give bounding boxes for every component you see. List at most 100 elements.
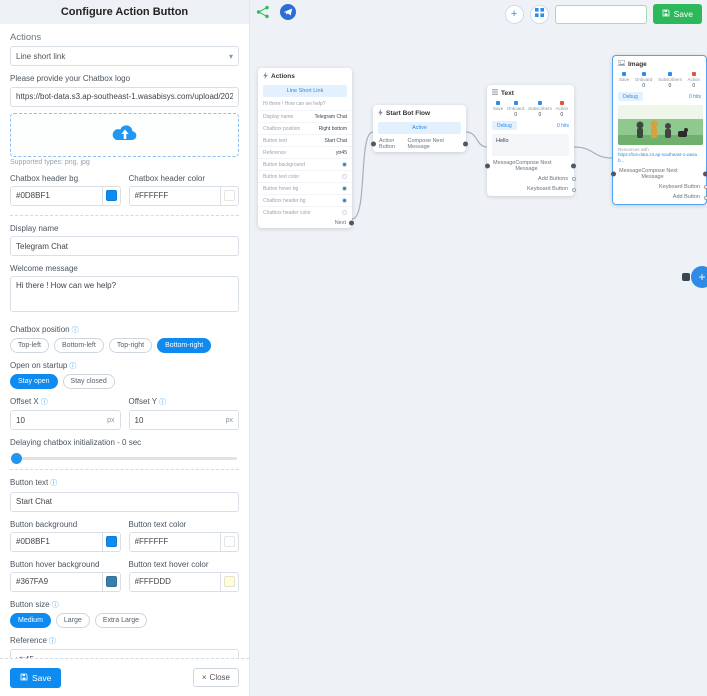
welcome-message-textarea[interactable]: Hi there ! How can we help?: [10, 276, 239, 312]
button-bg-label: Button background: [10, 519, 78, 529]
chevron-down-icon: ▾: [228, 51, 233, 61]
offset-x-input[interactable]: [11, 411, 103, 429]
logo-label: Please provide your Chatbox logo: [10, 74, 131, 83]
logo-upload-dropzone[interactable]: [10, 112, 239, 157]
header-color-field: [128, 185, 239, 206]
save-stat-icon: [622, 72, 627, 76]
connector-port[interactable]: [571, 163, 576, 169]
chatbox-position-options: Top-left Bottom-left Top-right Bottom-ri…: [10, 338, 239, 353]
close-button[interactable]: × Close: [192, 668, 239, 687]
hover-bg-input[interactable]: [11, 572, 102, 591]
header-bg-input[interactable]: [11, 186, 102, 205]
px-suffix: px: [225, 416, 233, 424]
action-type-select[interactable]: Line short link ▾: [10, 46, 239, 66]
image-icon: [617, 59, 626, 68]
save-button[interactable]: Save: [10, 667, 62, 688]
flow-save-button[interactable]: Save: [652, 4, 702, 24]
connector-port[interactable]: [704, 184, 707, 189]
add-node-button[interactable]: +: [504, 4, 524, 24]
logo-url-input[interactable]: [10, 86, 239, 107]
display-name-input[interactable]: [10, 236, 239, 256]
color-preview-dot: [342, 186, 347, 191]
startup-stay-closed-button[interactable]: Stay closed: [62, 374, 115, 389]
size-large-button[interactable]: Large: [55, 612, 90, 628]
header-bg-label: Chatbox header bg: [10, 173, 79, 183]
delay-slider[interactable]: [11, 453, 237, 464]
color-swatch: [224, 190, 235, 201]
slider-thumb[interactable]: [11, 453, 22, 464]
panel-body: Actions Line short link ▾ Please provide…: [0, 24, 249, 658]
offset-x-field: px: [10, 410, 121, 430]
share-nodes-icon[interactable]: [256, 5, 270, 24]
connector-port[interactable]: [485, 163, 490, 169]
button-bg-input[interactable]: [11, 532, 102, 551]
position-bottom-left-button[interactable]: Bottom-left: [53, 338, 104, 353]
image-port-row: Keyboard Button: [613, 182, 707, 192]
debug-chip[interactable]: Debug: [492, 121, 517, 130]
position-bottom-right-button[interactable]: Bottom-right: [157, 338, 212, 353]
flow-canvas[interactable]: + Save Actions Line Short Link Hi there: [250, 0, 707, 696]
onboard-stat-icon: [641, 72, 646, 76]
connector-port[interactable]: [704, 195, 707, 200]
next-port-row: Next: [258, 218, 354, 228]
offset-y-input[interactable]: [129, 411, 221, 429]
floppy-icon: [662, 9, 670, 19]
separator: [10, 214, 239, 216]
size-medium-button[interactable]: Medium: [10, 612, 51, 628]
stat-save[interactable]: Save: [493, 101, 503, 118]
grid-view-button[interactable]: [529, 4, 549, 24]
header-color-label: Chatbox header color: [128, 173, 206, 183]
node-color-row: Chatbox header color: [258, 206, 352, 218]
startup-stay-open-button[interactable]: Stay open: [10, 374, 58, 389]
button-text-input[interactable]: [10, 491, 239, 512]
connector-port[interactable]: [572, 188, 576, 192]
header-bg-swatch-button[interactable]: [101, 186, 120, 205]
size-extra-large-button[interactable]: Extra Large: [94, 612, 147, 628]
node-start-bot-flow[interactable]: Start Bot Flow Active Action Button Comp…: [371, 105, 468, 152]
hits-badge: 0 hits: [689, 93, 701, 100]
position-top-left-button[interactable]: Top-left: [10, 338, 49, 353]
connector-port[interactable]: [572, 177, 576, 181]
header-color-input[interactable]: [129, 186, 220, 205]
button-bg-swatch-button[interactable]: [101, 532, 120, 551]
hover-text-color-swatch-button[interactable]: [220, 572, 238, 591]
image-preview[interactable]: [618, 105, 703, 145]
connector-port[interactable]: [371, 141, 376, 147]
connector-port[interactable]: [463, 141, 468, 147]
reference-input[interactable]: [10, 649, 239, 658]
hamburger-icon: [492, 89, 498, 97]
fab-secondary-icon[interactable]: [682, 273, 690, 281]
display-name-label: Display name: [10, 223, 59, 233]
connector-port[interactable]: [703, 171, 707, 177]
node-actions[interactable]: Actions Line Short Link Hi there ! How c…: [258, 68, 354, 228]
flow-title-input[interactable]: [554, 4, 647, 24]
debug-chip[interactable]: Debug: [618, 92, 643, 101]
header-color-swatch-button[interactable]: [220, 186, 238, 205]
hover-text-color-input[interactable]: [129, 572, 220, 591]
connector-port[interactable]: [611, 171, 616, 177]
hover-bg-swatch-button[interactable]: [101, 572, 120, 591]
text-node-body[interactable]: Hello: [492, 134, 569, 156]
resources-link[interactable]: https://bot-data.s3.ap-southeast-1.wasab…: [618, 152, 698, 163]
color-preview-dot: [342, 162, 347, 167]
active-status-button[interactable]: Active: [378, 122, 461, 134]
stat-save[interactable]: Save: [619, 72, 629, 89]
flow-save-label: Save: [673, 9, 693, 19]
info-icon: ⓘ: [69, 363, 77, 370]
connector-port[interactable]: [349, 220, 354, 226]
floating-add-button[interactable]: +: [691, 266, 707, 288]
platform-icon[interactable]: [280, 4, 296, 25]
button-text-color-swatch-button[interactable]: [220, 532, 238, 551]
header-bg-color-field: [10, 185, 121, 206]
button-text-color-input[interactable]: [129, 532, 220, 551]
line-short-link-button[interactable]: Line Short Link: [263, 85, 347, 97]
position-top-right-button[interactable]: Top-right: [108, 338, 153, 353]
